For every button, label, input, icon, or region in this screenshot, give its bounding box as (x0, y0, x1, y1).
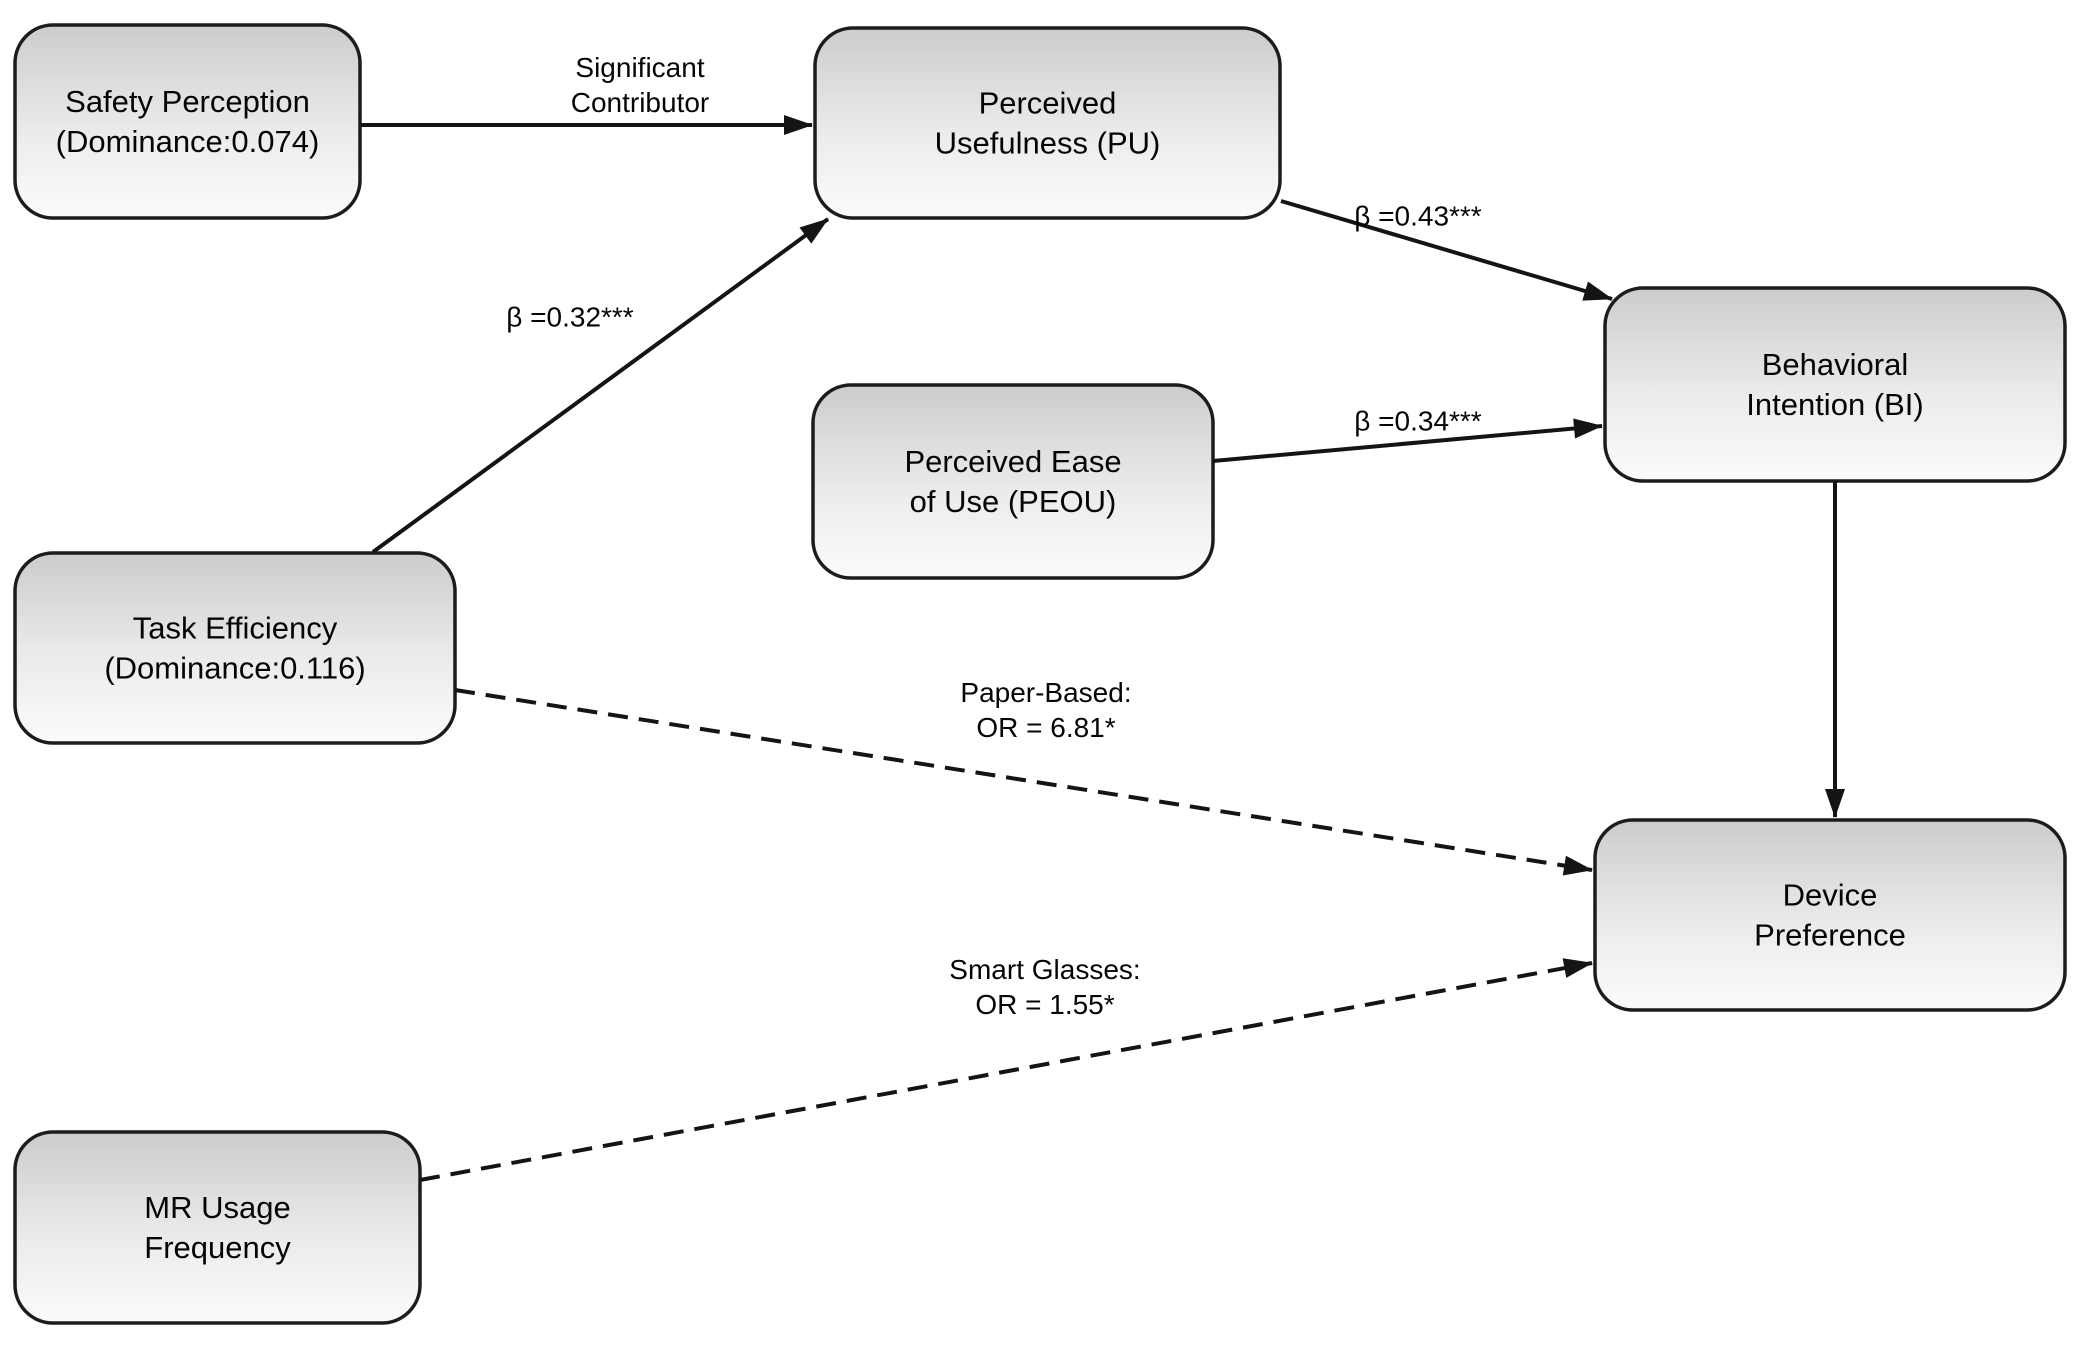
node-label-behavioral-intention: Behavioral (1762, 347, 1908, 382)
edge-peou-to-bi: β =0.34*** (1212, 406, 1603, 463)
node-label-safety-perception: (Dominance:0.074) (56, 124, 320, 159)
edge-label-mr-to-dp: Smart Glasses: (949, 954, 1140, 985)
edge-task-efficiency-to-dp: Paper-Based: OR = 6.81* (454, 677, 1593, 876)
node-label-task-efficiency: (Dominance:0.116) (104, 651, 365, 686)
node-label-task-efficiency: Task Efficiency (133, 611, 338, 646)
edge-label-safety-to-pu: Contributor (571, 87, 710, 118)
node-label-perceived-usefulness: Perceived (979, 86, 1117, 121)
edge-label-mr-to-dp: OR = 1.55* (975, 989, 1114, 1020)
node-box-perceived-ease-of-use (811, 383, 1215, 580)
node-label-perceived-usefulness: Usefulness (PU) (935, 126, 1161, 161)
node-label-device-preference: Preference (1754, 918, 1906, 953)
node-label-perceived-ease-of-use: of Use (PEOU) (910, 484, 1117, 519)
edge-pu-to-bi: β =0.43*** (1280, 199, 1613, 301)
node-label-safety-perception: Safety Perception (65, 84, 310, 119)
node-box-device-preference (1593, 818, 2067, 1012)
node-box-behavioral-intention (1603, 286, 2067, 483)
edge-label-task-efficiency-to-pu: β =0.32*** (506, 302, 634, 333)
node-label-perceived-ease-of-use: Perceived Ease (904, 444, 1121, 479)
edge-line-task-efficiency-to-dp (454, 688, 1593, 876)
node-box-mr-usage-frequency (13, 1130, 422, 1325)
node-task-efficiency: Task Efficiency (Dominance:0.116) (13, 551, 457, 745)
edge-label-safety-to-pu: Significant (575, 52, 704, 83)
node-perceived-ease-of-use: Perceived Ease of Use (PEOU) (811, 383, 1215, 580)
edge-mr-to-dp: Smart Glasses: OR = 1.55* (419, 954, 1593, 1182)
edge-label-task-efficiency-to-dp: OR = 6.81* (976, 712, 1115, 743)
edge-line-task-efficiency-to-pu (371, 217, 830, 554)
edge-line-pu-to-bi (1280, 199, 1613, 301)
edge-line-mr-to-dp (419, 958, 1593, 1182)
node-label-device-preference: Device (1783, 878, 1878, 913)
edge-line-peou-to-bi (1212, 418, 1603, 463)
node-safety-perception: Safety Perception (Dominance:0.074) (13, 23, 362, 220)
node-box-perceived-usefulness (813, 26, 1282, 220)
edge-label-task-efficiency-to-dp: Paper-Based: (960, 677, 1131, 708)
node-label-behavioral-intention: Intention (BI) (1746, 387, 1923, 422)
edge-label-pu-to-bi: β =0.43*** (1354, 201, 1482, 232)
node-box-safety-perception (13, 23, 362, 220)
node-label-mr-usage-frequency: Frequency (144, 1230, 291, 1265)
edge-label-peou-to-bi: β =0.34*** (1354, 406, 1482, 437)
edge-task-efficiency-to-pu: β =0.32*** (371, 217, 830, 554)
node-label-mr-usage-frequency: MR Usage (144, 1190, 290, 1225)
node-box-task-efficiency (13, 551, 457, 745)
